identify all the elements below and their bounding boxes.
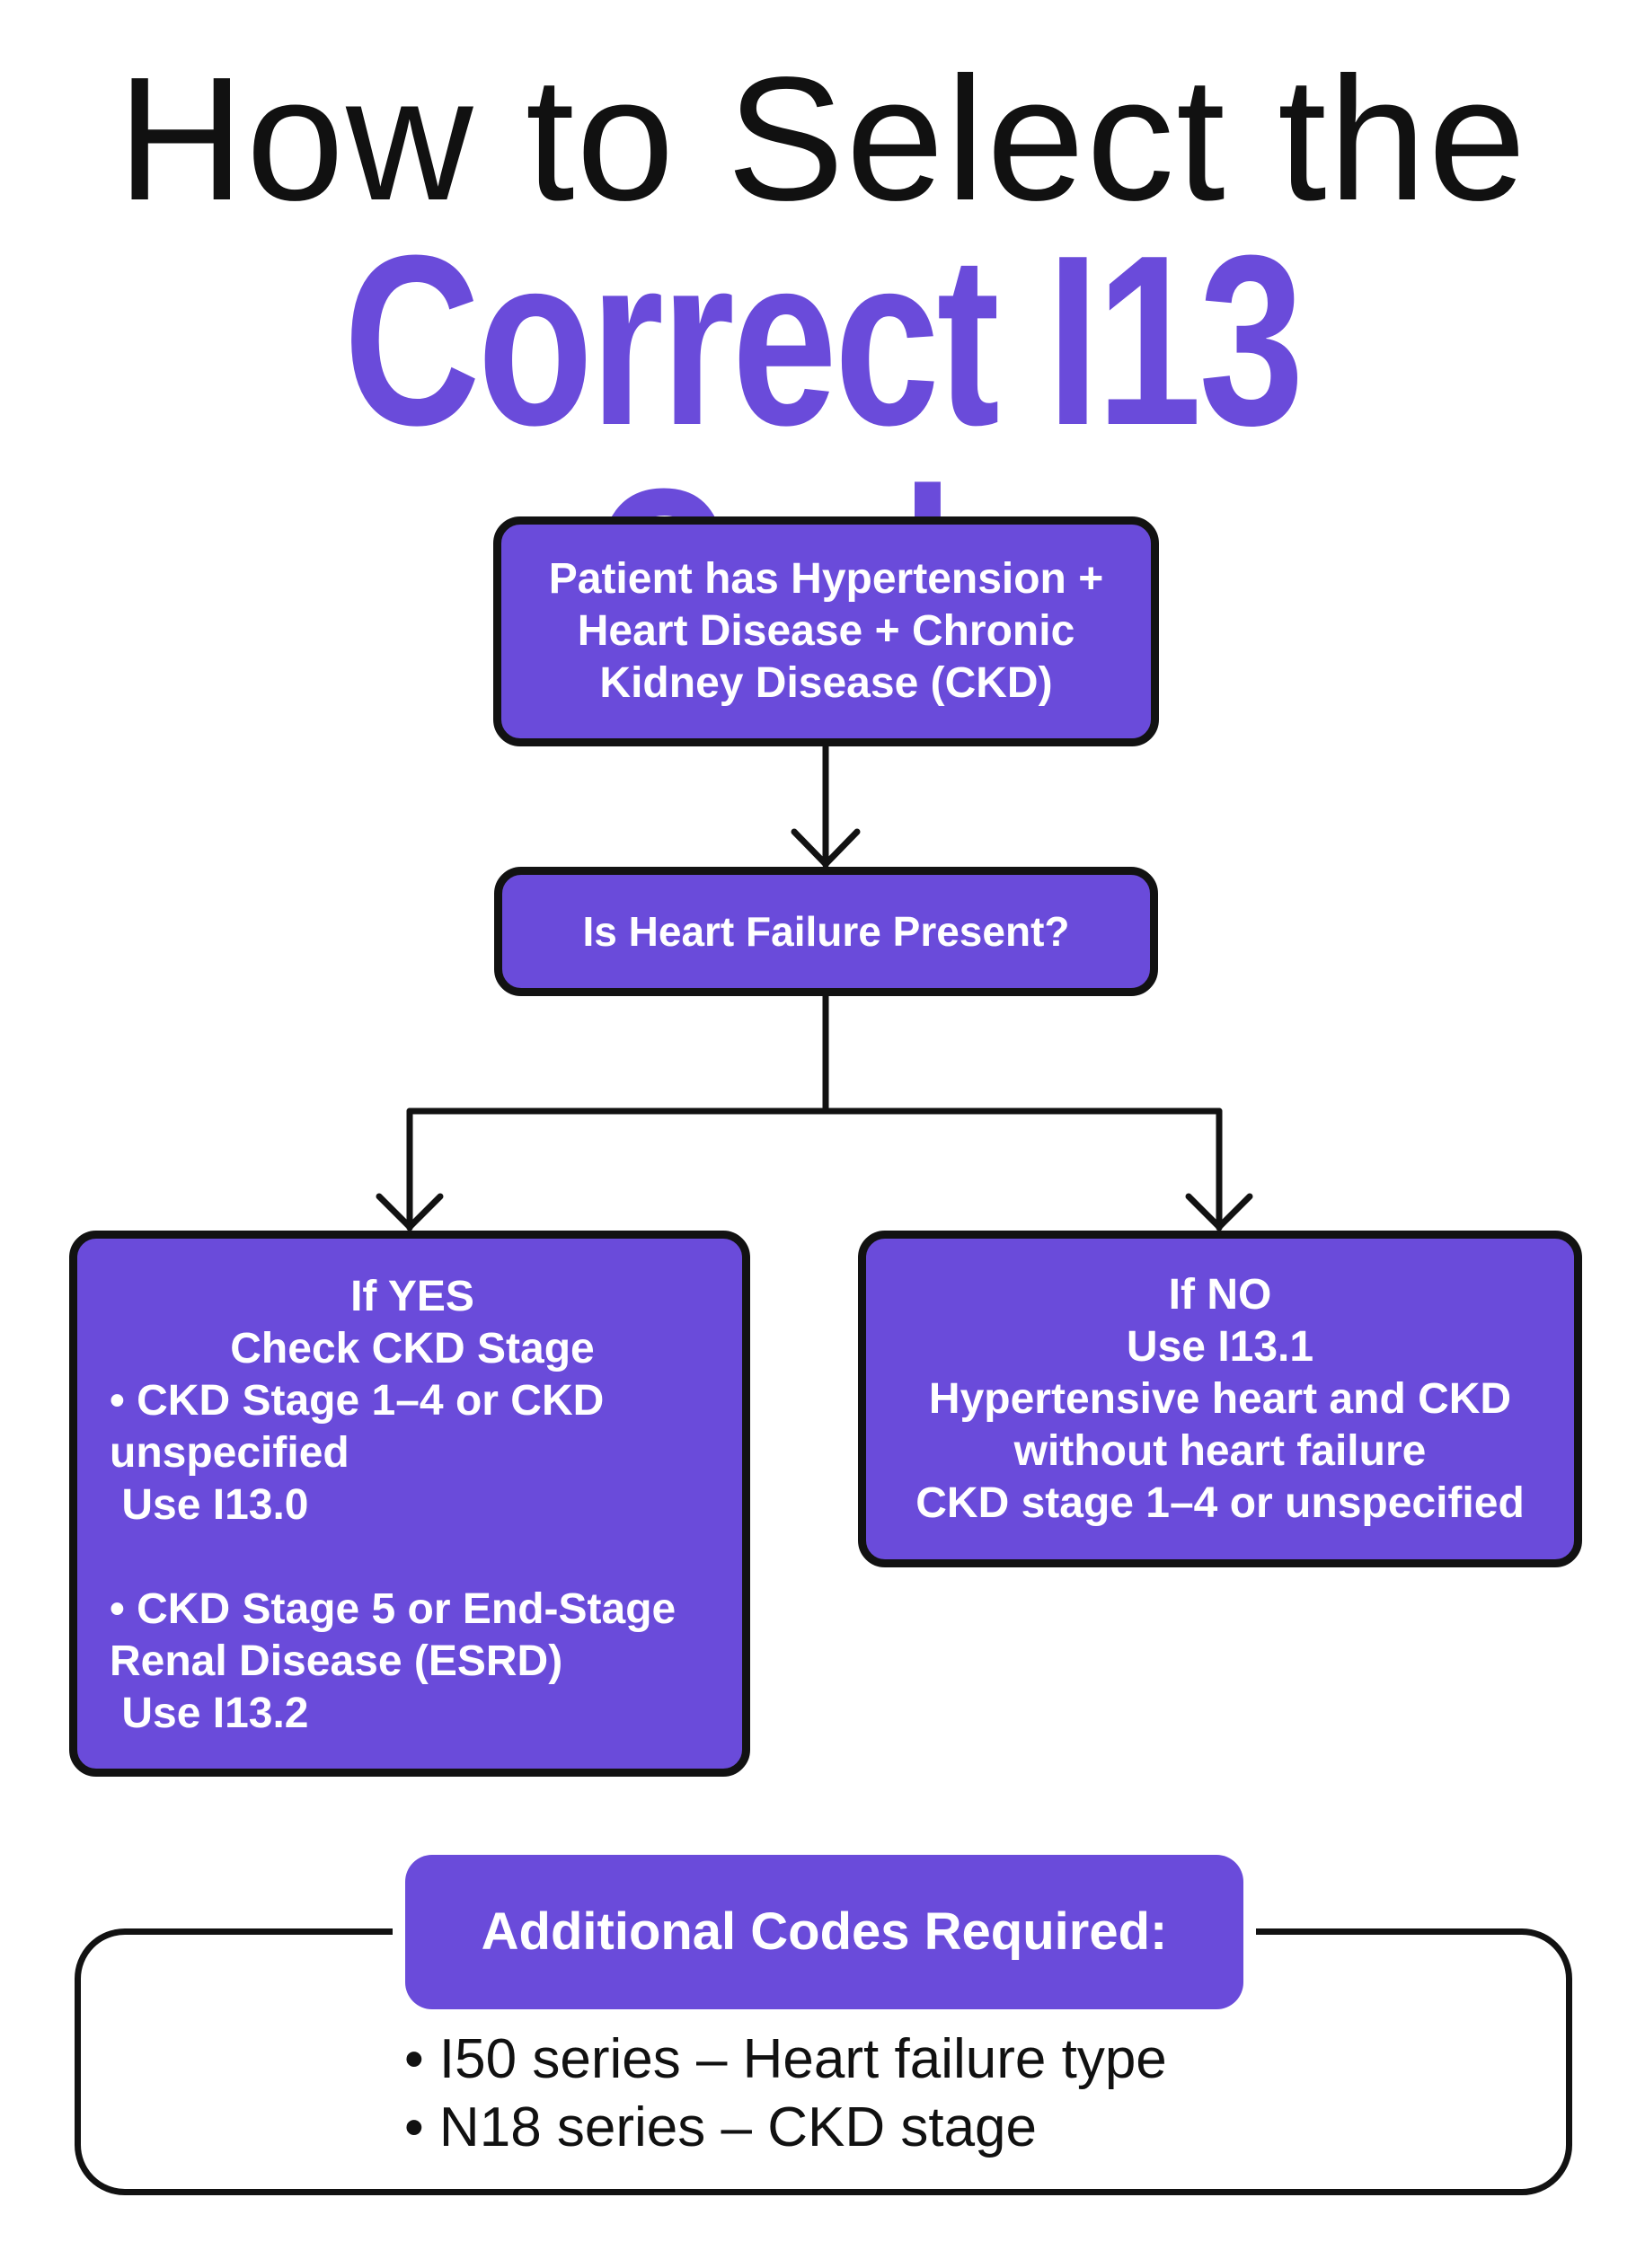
yes-subheading: Check CKD Stage [230,1325,595,1372]
yes-spacer [110,1531,715,1584]
title-line-1: How to Select the [117,40,1528,237]
additional-codes-list: • I50 series – Heart failure type • N18 … [404,2025,1393,2162]
no-line-4: without heart failure [1013,1426,1427,1475]
yes-option-1-line-2: unspecified [110,1429,349,1477]
no-line-5: CKD stage 1–4 or unspecified [915,1478,1525,1527]
yes-option-1-line-1: • CKD Stage 1–4 or CKD [110,1377,605,1425]
start-box: Patient has Hypertension + Heart Disease… [493,516,1159,746]
question-text: Is Heart Failure Present? [582,908,1070,955]
no-heading: If NO [1168,1270,1272,1319]
no-line-3: Hypertensive heart and CKD [928,1374,1512,1423]
start-line-1: Patient has Hypertension + [548,555,1104,603]
additional-code-item-2: • N18 series – CKD stage [404,2096,1038,2158]
start-line-3: Kidney Disease (CKD) [599,659,1053,707]
arrowhead-yes [376,1193,444,1231]
yes-option-2-line-1: • CKD Stage 5 or End-Stage [110,1585,677,1633]
yes-option-2-line-2: Renal Disease (ESRD) [110,1637,563,1685]
no-branch-box: If NO Use I13.1 Hypertensive heart and C… [858,1231,1582,1567]
additional-code-item-1: • I50 series – Heart failure type [404,2028,1167,2090]
yes-option-2-code: Use I13.2 [110,1690,309,1737]
yes-branch-box: If YES Check CKD Stage • CKD Stage 1–4 o… [69,1231,750,1777]
arrowhead-question [791,828,861,868]
question-box: Is Heart Failure Present? [494,867,1158,996]
yes-option-1-code: Use I13.0 [110,1481,309,1529]
additional-codes-header: Additional Codes Required: [405,1855,1243,2009]
arrowhead-no [1185,1193,1253,1231]
no-code: Use I13.1 [1126,1322,1314,1371]
start-line-2: Heart Disease + Chronic [577,607,1075,655]
yes-heading: If YES [350,1273,474,1320]
